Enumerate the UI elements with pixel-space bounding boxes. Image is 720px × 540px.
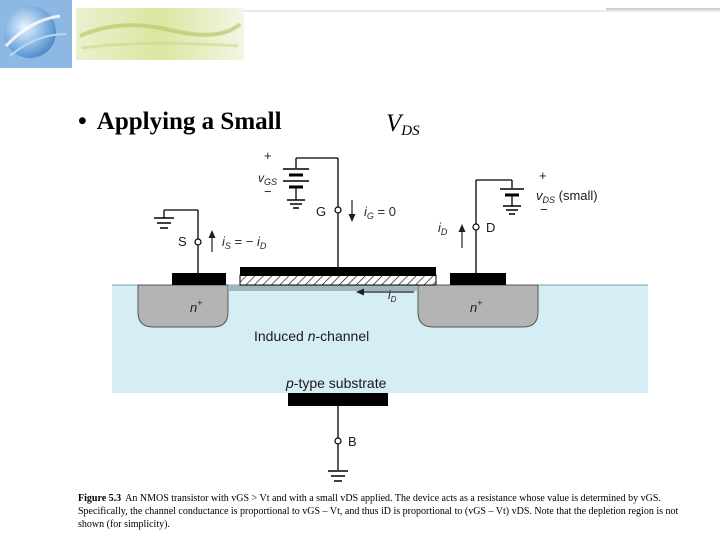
vds-battery-icon	[500, 188, 524, 197]
drain-terminal-label: D	[486, 220, 495, 235]
body-terminal-label: B	[348, 434, 357, 449]
vds-plus-sign: +	[539, 168, 547, 183]
induced-channel	[228, 285, 418, 291]
gate-terminal-label: G	[316, 204, 326, 219]
source-terminal-node	[194, 238, 202, 246]
gate-terminal-node	[334, 206, 342, 214]
title-vds-symbol: VDS	[386, 110, 420, 140]
source-region-label: n+	[190, 298, 203, 315]
title-vds-sub: DS	[401, 123, 420, 139]
body-contact	[288, 393, 388, 406]
slide-banner	[0, 0, 720, 68]
vgs-battery-icon	[283, 168, 309, 189]
slide-title: • Applying a Small	[78, 108, 282, 136]
vgs-label: vGS	[258, 171, 277, 187]
title-vds-main: V	[386, 110, 402, 137]
title-text: Applying a Small	[96, 108, 282, 135]
induced-channel-label: Induced n-channel	[254, 328, 369, 344]
caption-figure-number: Figure 5.3	[78, 493, 122, 504]
source-contact	[172, 273, 226, 285]
vds-minus-sign: −	[540, 202, 548, 217]
vgs-plus-sign: +	[264, 148, 272, 163]
gate-electrode	[240, 267, 436, 276]
source-current-label: iS = − iD	[222, 234, 267, 251]
drain-ground-icon	[503, 205, 521, 215]
gate-ground-icon	[287, 199, 305, 209]
drain-n-plus-region	[417, 284, 539, 328]
gate-current-label: iG = 0	[364, 204, 396, 221]
body-terminal-node	[334, 437, 342, 445]
substrate-label: p-type substrate	[285, 375, 387, 391]
body-ground-icon	[328, 470, 348, 482]
nmos-diagram: + vGS − G iG = 0 + vDS (small) − S iS = …	[112, 148, 648, 482]
drain-terminal-node	[472, 223, 480, 231]
drain-region-label: n+	[470, 298, 483, 315]
title-bullet: •	[78, 108, 87, 135]
source-ground-icon	[154, 217, 174, 229]
channel-current-label: iD	[388, 288, 397, 304]
vds-label: vDS (small)	[536, 188, 598, 205]
gate-oxide	[239, 274, 437, 286]
vgs-minus-sign: −	[264, 184, 272, 199]
drain-contact	[450, 273, 506, 285]
drain-current-label: iD	[438, 220, 448, 237]
banner-graphic	[0, 0, 720, 68]
source-n-plus-region	[137, 284, 229, 328]
nmos-figure: + vGS − G iG = 0 + vDS (small) − S iS = …	[0, 140, 720, 490]
source-terminal-label: S	[178, 234, 187, 249]
caption-text: An NMOS transistor with vGS > Vt and wit…	[78, 493, 679, 530]
banner-globe-icon	[4, 6, 56, 58]
